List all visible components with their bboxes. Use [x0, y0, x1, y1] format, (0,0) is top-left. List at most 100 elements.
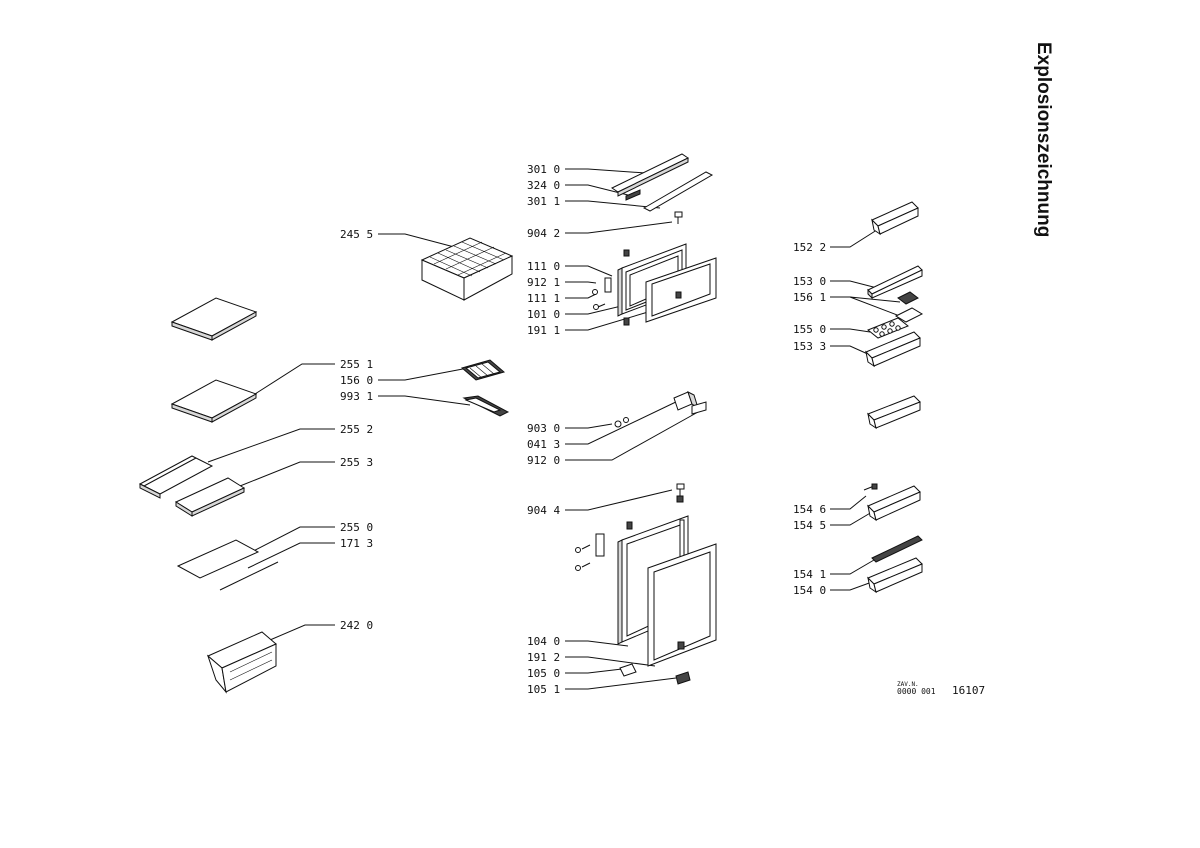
- label-156-0: 156 0: [340, 374, 373, 387]
- label-156-1: 156 1: [793, 291, 826, 304]
- leader-912-1: [565, 281, 597, 284]
- leader-105-0: [565, 668, 623, 674]
- leader-245-5: [378, 233, 459, 249]
- fridge-hinge-parts: [575, 533, 605, 571]
- leader-156-0: [378, 367, 469, 381]
- label-191-2: 191 2: [527, 651, 560, 664]
- label-255-1: 255 1: [340, 358, 373, 371]
- screw-904-2: [674, 211, 683, 224]
- door-bin-152-2: [871, 201, 919, 236]
- label-324-0: 324 0: [527, 179, 560, 192]
- label-255-3: 255 3: [340, 456, 373, 469]
- butter-dish-156-1: [894, 291, 924, 323]
- door-bin-154-0: [867, 557, 923, 594]
- label-255-2: 255 2: [340, 423, 373, 436]
- label-155-0: 155 0: [793, 323, 826, 336]
- door-shelf-153-0: [867, 265, 923, 300]
- leader-111-0: [565, 265, 613, 277]
- top-cover-rail: [610, 153, 714, 212]
- label-105-1: 105 1: [527, 683, 560, 696]
- leader-154-1: [830, 559, 875, 575]
- leader-904-2: [565, 221, 673, 234]
- drawing-title: Explosionszeichnung: [1033, 42, 1054, 237]
- bottle-retainer-154-1: [871, 535, 923, 563]
- leader-104-0: [565, 640, 629, 647]
- vegetable-crisper: [206, 631, 277, 694]
- leader-041-3: [565, 399, 681, 445]
- leader-191-1: [565, 311, 649, 331]
- leader-301-0: [565, 168, 661, 175]
- reference-number: 16107: [952, 684, 985, 697]
- label-104-0: 104 0: [527, 635, 560, 648]
- ice-scraper: [462, 395, 510, 417]
- leader-242-0: [269, 624, 335, 641]
- label-101-0: 101 0: [527, 308, 560, 321]
- leader-912-0: [565, 411, 699, 461]
- leader-301-1: [565, 200, 661, 209]
- label-111-0: 111 0: [527, 260, 560, 273]
- label-171-3: 171 3: [340, 537, 373, 550]
- leader-105-1: [565, 677, 677, 690]
- leader-154-5: [830, 511, 873, 526]
- label-912-0: 912 0: [527, 454, 560, 467]
- middle-hinge: [614, 391, 707, 428]
- leader-lines: [207, 168, 906, 690]
- screw-904-4: [626, 483, 685, 530]
- leader-255-1: [254, 363, 335, 395]
- wire-shelf-rack: [420, 237, 514, 301]
- leader-171-3: [247, 542, 335, 569]
- door-stop-parts: [619, 663, 691, 685]
- label-152-2: 152 2: [793, 241, 826, 254]
- leader-154-6: [830, 495, 867, 510]
- leader-255-2: [207, 428, 335, 463]
- fridge-door-gasket: [647, 543, 717, 667]
- freezer-hinge-parts: [592, 277, 630, 326]
- label-154-1: 154 1: [793, 568, 826, 581]
- label-904-4: 904 4: [527, 504, 560, 517]
- label-242-0: 242 0: [340, 619, 373, 632]
- leader-154-0: [830, 581, 873, 591]
- crisper-cover: [176, 539, 279, 591]
- door-bin-153-3: [865, 331, 921, 368]
- door-bin-154-5: [863, 483, 921, 522]
- label-245-5: 245 5: [340, 228, 373, 241]
- glass-shelf-upper: [170, 297, 258, 341]
- label-111-1: 111 1: [527, 292, 560, 305]
- label-912-1: 912 1: [527, 276, 560, 289]
- glass-shelf-255-1: [170, 379, 258, 423]
- leader-152-2: [830, 227, 881, 248]
- leader-993-1: [378, 395, 471, 406]
- leader-153-3: [830, 345, 871, 356]
- leader-191-2: [565, 656, 656, 667]
- leader-324-0: [565, 184, 629, 196]
- leader-255-0: [235, 526, 335, 561]
- label-153-3: 153 3: [793, 340, 826, 353]
- label-153-0: 153 0: [793, 275, 826, 288]
- label-154-0: 154 0: [793, 584, 826, 597]
- egg-tray: [460, 359, 506, 381]
- label-154-6: 154 6: [793, 503, 826, 516]
- door-bin-middle: [867, 395, 921, 430]
- label-255-0: 255 0: [340, 521, 373, 534]
- freezer-door-gasket: [645, 257, 717, 323]
- reference-tiny: ZAV.N.: [897, 681, 919, 688]
- label-041-3: 041 3: [527, 438, 560, 451]
- leader-255-3: [239, 461, 335, 487]
- label-903-0: 903 0: [527, 422, 560, 435]
- reference-code: 0000 001: [897, 687, 936, 696]
- label-105-0: 105 0: [527, 667, 560, 680]
- label-191-1: 191 1: [527, 324, 560, 337]
- leader-156-1: [830, 296, 906, 319]
- glass-shelf-255-2: [138, 455, 214, 499]
- part-labels: 301 0 324 0 301 1 904 2 245 5 111 0 912 …: [340, 163, 826, 696]
- screw-small-top: [623, 249, 630, 257]
- leader-904-4: [565, 489, 673, 511]
- leader-155-0: [830, 328, 871, 333]
- label-301-0: 301 0: [527, 163, 560, 176]
- label-154-5: 154 5: [793, 519, 826, 532]
- label-301-1: 301 1: [527, 195, 560, 208]
- label-904-2: 904 2: [527, 227, 560, 240]
- egg-holder-155-0: [867, 317, 909, 339]
- glass-shelf-255-3: [174, 477, 246, 517]
